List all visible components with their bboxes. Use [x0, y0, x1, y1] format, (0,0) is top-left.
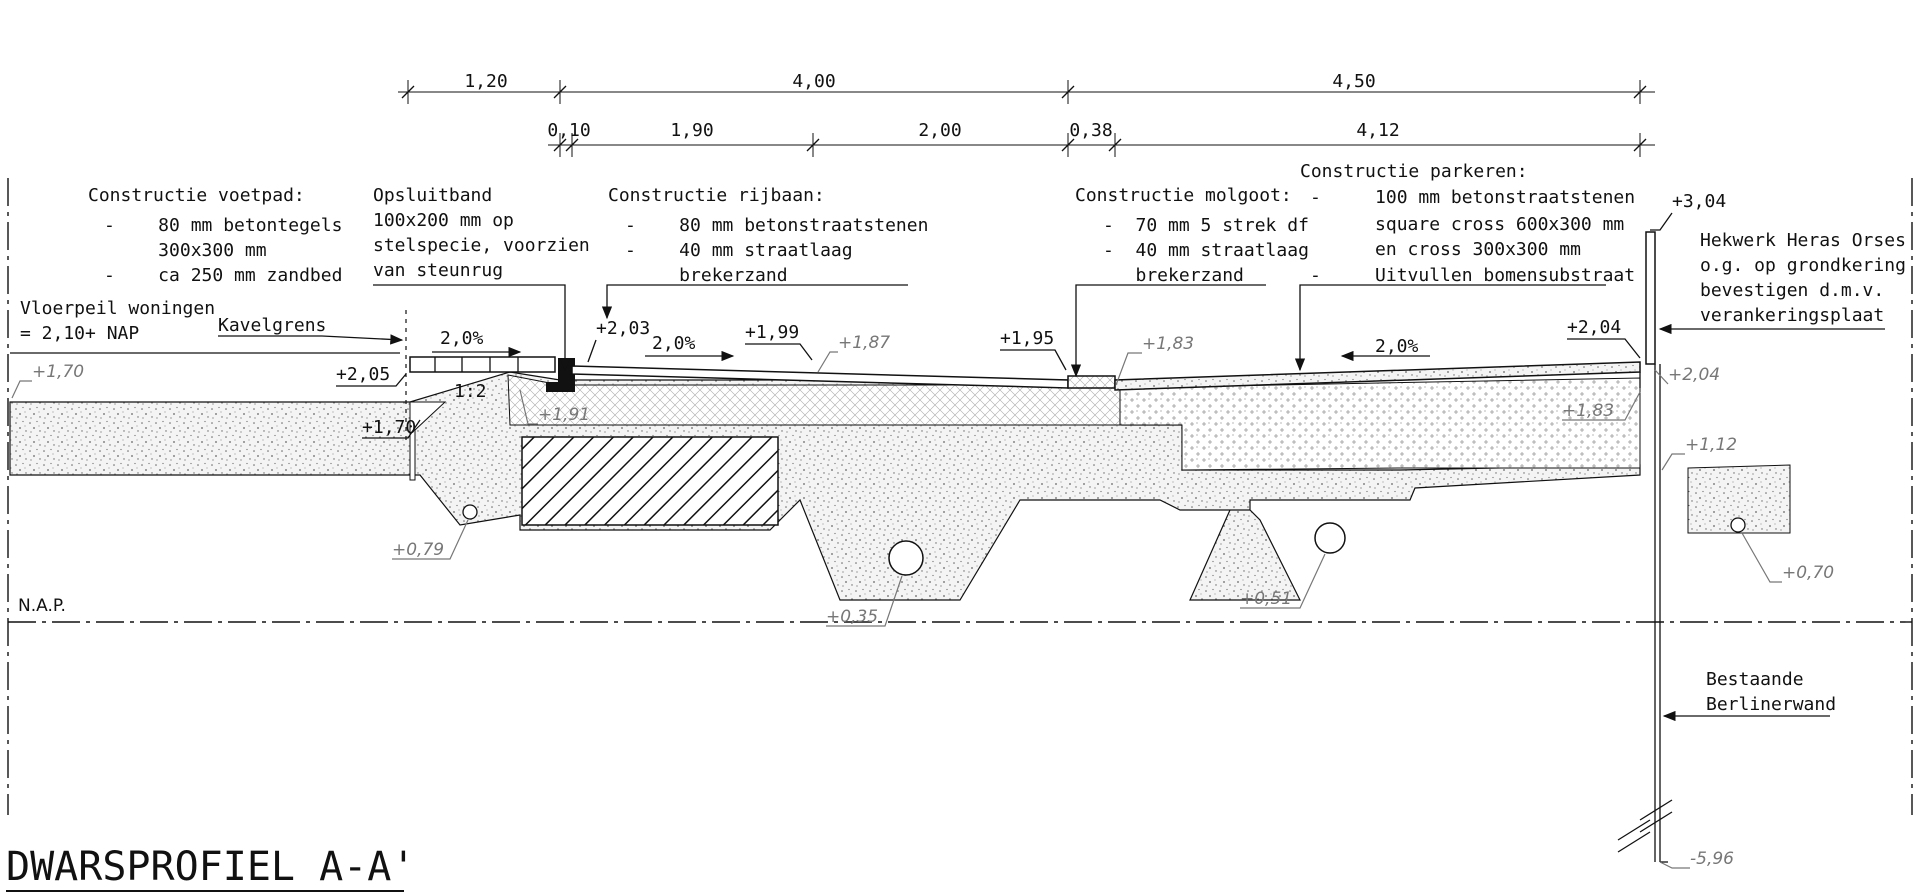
pipe-small-left: [462, 504, 478, 520]
note-molgoot-line: - 40 mm straatlaag: [1103, 240, 1309, 261]
slope-parkeren: 2,0%: [1375, 336, 1419, 357]
note-opsluitband-line: van steunrug: [373, 260, 503, 281]
note-opsluitband-line: 100x200 mm op: [373, 210, 514, 231]
level-grey-1-83-right: +1,83: [1562, 401, 1614, 421]
level-grey-1-87: +1,87: [838, 333, 890, 353]
level-grey-1-91: +1,91: [538, 405, 590, 425]
note-hekwerk-line: o.g. op grondkering: [1700, 255, 1906, 276]
note-molgoot-line: brekerzand: [1103, 265, 1244, 286]
note-hekwerk-line: bevestigen d.m.v.: [1700, 280, 1884, 301]
level-1-95: +1,95: [1000, 328, 1054, 349]
note-voetpad: Constructie voetpad: - 80 mm betontegels…: [88, 185, 342, 286]
level-grey-0-35: +0,35: [826, 607, 878, 627]
note-berlinerwand-line: Bestaande: [1706, 669, 1804, 690]
dim-0-10: 0,10: [547, 120, 590, 141]
dim-0-38: 0,38: [1069, 120, 1112, 141]
note-kavelgrens-text: Kavelgrens: [218, 315, 326, 336]
note-voetpad-line: 300x300 mm: [104, 240, 267, 261]
levels-grey: +1,70 +1,91 +1,87 +1,83 +2,04 +1,83 +1,1…: [11, 333, 1834, 869]
note-molgoot: Constructie molgoot: - 70 mm 5 strek df …: [1070, 185, 1309, 378]
note-voetpad-line: - 80 mm betontegels: [104, 215, 342, 236]
dim-1-20: 1,20: [464, 71, 507, 92]
note-rijbaan: Constructie rijbaan: - 80 mm betonstraat…: [601, 185, 928, 320]
level-1-99: +1,99: [745, 322, 799, 343]
note-voetpad-heading: Constructie voetpad:: [88, 185, 305, 206]
note-berlinerwand-line: Berlinerwand: [1706, 694, 1836, 715]
note-parkeren-line: en cross 300x300 mm: [1310, 239, 1581, 260]
slope-talud: 1:2: [454, 381, 487, 402]
note-molgoot-line: - 70 mm 5 strek df: [1103, 215, 1309, 236]
berlinerwand-and-fence: [1617, 231, 1673, 863]
note-kavelgrens: Kavelgrens: [218, 315, 404, 345]
level-grey-minus-5-96: -5,96: [1690, 849, 1734, 869]
level-2-04: +2,04: [1567, 317, 1621, 338]
note-molgoot-heading: Constructie molgoot:: [1075, 185, 1292, 206]
dim-4-00: 4,00: [792, 71, 835, 92]
note-parkeren-line: square cross 600x300 mm: [1310, 214, 1624, 235]
drawing-title: DWARSPROFIEL A-A': [6, 844, 415, 890]
note-vloerpeil-line: = 2,10+ NAP: [20, 323, 139, 344]
note-parkeren-heading: Constructie parkeren:: [1300, 161, 1528, 182]
note-berlinerwand: Bestaande Berlinerwand: [1662, 669, 1836, 722]
drain-pipes: [462, 504, 1746, 576]
note-vloerpeil-line: Vloerpeil woningen: [20, 298, 215, 319]
level-grey-2-04-right: +2,04: [1668, 365, 1720, 385]
note-hekwerk-line: verankeringsplaat: [1700, 305, 1884, 326]
note-hekwerk: Hekwerk Heras Orses o.g. op grondkering …: [1658, 230, 1906, 335]
dimension-chain-top: 1,20 4,00 4,50: [398, 71, 1655, 104]
note-parkeren-line: - 100 mm betonstraatstenen: [1310, 187, 1635, 208]
nap-datum-label: N.A.P.: [18, 596, 66, 616]
level-grey-1-12: +1,12: [1685, 435, 1737, 455]
slope-rijbaan: 2,0%: [652, 333, 696, 354]
pipe-middle: [888, 540, 924, 576]
note-rijbaan-line: - 40 mm straatlaag: [625, 240, 853, 261]
pipe-right: [1314, 522, 1346, 554]
level-2-05: +2,05: [336, 364, 390, 385]
level-1-70: +1,70: [362, 417, 416, 438]
note-opsluitband-line: stelspecie, voorzien: [373, 235, 590, 256]
level-grey-1-70: +1,70: [32, 362, 84, 382]
frame-axis-lines: [7, 178, 1913, 815]
note-vloerpeil: Vloerpeil woningen = 2,10+ NAP: [10, 298, 400, 354]
dim-4-50: 4,50: [1332, 71, 1375, 92]
pavement-surface: [409, 356, 1641, 392]
level-grey-1-83: +1,83: [1142, 334, 1194, 354]
dim-2-00: 2,00: [918, 120, 961, 141]
level-2-03: +2,03: [596, 318, 650, 339]
note-opsluitband-line: Opsluitband: [373, 185, 492, 206]
slope-markers: 2,0% 2,0% 2,0% 1:2: [432, 328, 1430, 402]
dim-1-90: 1,90: [670, 120, 713, 141]
note-voetpad-line: - ca 250 mm zandbed: [104, 265, 342, 286]
pipe-small-far-right: [1730, 517, 1746, 533]
levels-black: +2,05 +1,70 +2,03 +1,99 +1,95 +2,04 +3,0…: [336, 191, 1726, 439]
dimension-chain-second: 0,10 1,90 2,00 0,38 4,12: [547, 120, 1655, 157]
note-parkeren-line: - Uitvullen bomensubstraat: [1310, 265, 1635, 286]
note-rijbaan-line: brekerzand: [625, 265, 788, 286]
note-rijbaan-line: - 80 mm betonstraatstenen: [625, 215, 928, 236]
sand-fill-body: [9, 371, 1791, 601]
level-3-04: +3,04: [1672, 191, 1726, 212]
note-parkeren: Constructie parkeren: - 100 mm betonstra…: [1294, 161, 1635, 372]
note-hekwerk-line: Hekwerk Heras Orses: [1700, 230, 1906, 251]
note-opsluitband: Opsluitband 100x200 mm op stelspecie, vo…: [373, 185, 590, 372]
slope-voetpad: 2,0%: [440, 328, 484, 349]
note-rijbaan-heading: Constructie rijbaan:: [608, 185, 825, 206]
level-grey-0-51: +0,51: [1240, 589, 1292, 609]
level-grey-0-70: +0,70: [1782, 563, 1834, 583]
level-grey-0-79: +0,79: [392, 540, 444, 560]
dim-4-12: 4,12: [1356, 120, 1399, 141]
